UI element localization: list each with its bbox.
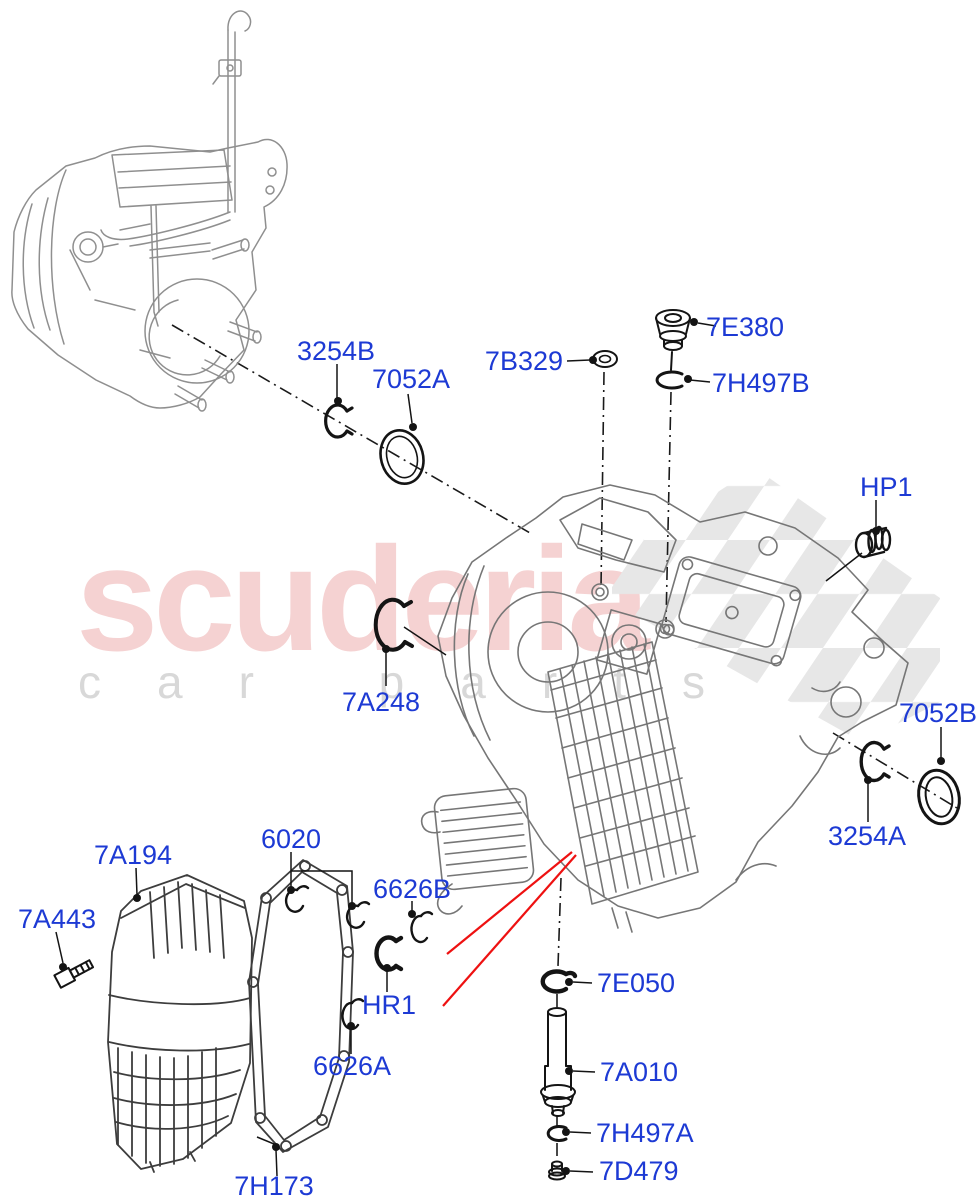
checkered-flag-motif xyxy=(612,468,940,742)
pan-gasket-drawing xyxy=(247,859,354,1153)
part-labels: 3254B 7052A 7B329 7E380 7H497B HP1 7A248… xyxy=(18,312,977,1200)
watermark: scuderia car parts xyxy=(76,468,940,742)
part-label-7a194: 7A194 xyxy=(94,840,172,870)
red-pointer-lines xyxy=(442,851,577,1007)
small-parts xyxy=(53,309,961,1181)
clip-6626b-drawing xyxy=(410,911,434,944)
snap-ring-7a248-drawing xyxy=(373,597,414,652)
part-label-7e380: 7E380 xyxy=(706,312,784,342)
part-label-hp1: HP1 xyxy=(860,472,913,502)
transaxle-drawing xyxy=(420,484,909,933)
part-label-6626b: 6626B xyxy=(373,874,451,904)
part-label-6020: 6020 xyxy=(261,824,321,854)
part-label-hr1: HR1 xyxy=(362,990,416,1020)
plug-7e380-drawing xyxy=(655,309,691,371)
part-label-7h497a: 7H497A xyxy=(596,1118,694,1148)
part-label-3254a: 3254A xyxy=(828,821,906,851)
clip-6020-drawing xyxy=(284,885,371,929)
oil-pan-drawing xyxy=(107,874,253,1173)
part-label-7a443: 7A443 xyxy=(18,904,96,934)
part-label-7b329: 7B329 xyxy=(485,346,563,376)
snap-ring-3254a-drawing xyxy=(859,740,891,783)
filter-screen-drawing xyxy=(547,641,699,905)
part-label-7a248: 7A248 xyxy=(342,687,420,717)
part-label-7h497b: 7H497B xyxy=(712,368,810,398)
plug-hp1-drawing xyxy=(854,525,892,559)
oring-7e050-drawing xyxy=(540,969,578,994)
dipstick-tube-drawing xyxy=(212,10,252,213)
part-label-3254b: 3254B xyxy=(297,336,375,366)
part-label-7052a: 7052A xyxy=(372,364,450,394)
assembly-centerlines xyxy=(171,324,958,1158)
part-label-7a010: 7A010 xyxy=(600,1057,678,1087)
snap-ring-3254b-drawing xyxy=(324,403,354,439)
part-label-7h173: 7H173 xyxy=(234,1171,314,1200)
bolt-7a443-drawing xyxy=(53,959,95,989)
clip-7h497a-drawing xyxy=(546,1125,568,1142)
filler-tube-7a010-drawing xyxy=(540,1007,576,1117)
seal-7052b-drawing xyxy=(917,768,961,826)
part-label-7e050: 7E050 xyxy=(597,968,675,998)
seal-7052a-drawing xyxy=(379,429,425,485)
watermark-brand-text: scuderia xyxy=(76,517,651,682)
oring-7h497b-drawing xyxy=(655,370,684,390)
transmission-drawing xyxy=(11,10,288,412)
part-label-7052b: 7052B xyxy=(899,698,977,728)
callout-leaders xyxy=(55,318,945,1177)
part-label-7d479: 7D479 xyxy=(599,1156,679,1186)
oil-cooler-drawing xyxy=(433,787,535,891)
part-label-6626a: 6626A xyxy=(313,1051,391,1081)
